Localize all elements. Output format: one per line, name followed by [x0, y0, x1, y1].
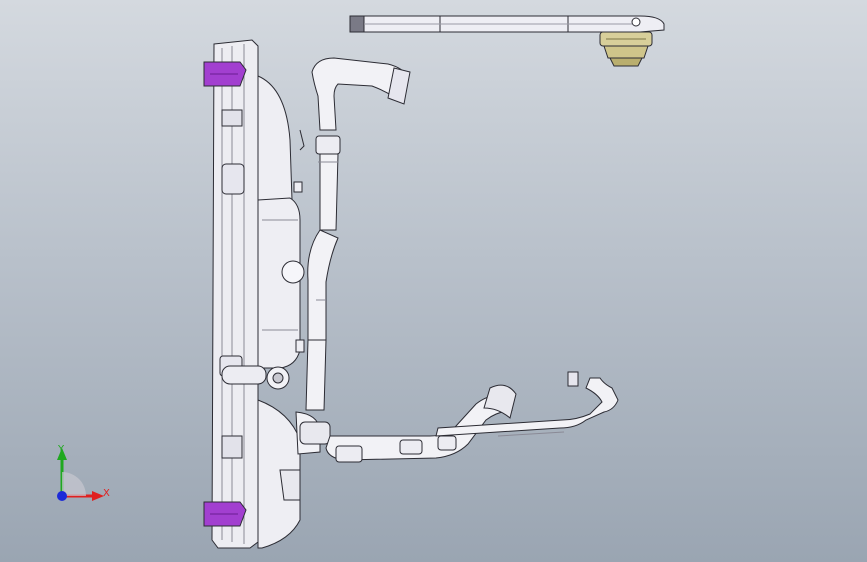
triad-x-arrow	[92, 491, 104, 501]
bundle-clip-3	[437, 435, 457, 451]
triad-y-arrow	[57, 448, 67, 460]
vent-line[interactable]	[435, 377, 619, 437]
lower-hose-bundle[interactable]	[295, 371, 619, 463]
mounting-bracket[interactable]	[349, 15, 665, 33]
triad-z-axis	[57, 491, 67, 501]
lower-hose-clamp[interactable]	[299, 421, 331, 445]
hose-middle-section	[307, 229, 339, 341]
triad-plane-marker	[62, 472, 86, 496]
inlet-port-bore	[272, 372, 284, 384]
hose-lower-straight	[305, 339, 327, 411]
lower-hose-end-cuff	[483, 384, 517, 419]
bracket-hole	[631, 17, 641, 27]
bundle-clip-2	[399, 439, 423, 455]
shroud-bracket	[279, 469, 301, 501]
radiator-boss-1	[221, 109, 243, 127]
triad-y-label: Y	[57, 444, 65, 455]
shroud-boss	[281, 260, 305, 284]
coordinate-triad[interactable]: Y X	[57, 444, 110, 501]
radiator-boss-2	[221, 163, 245, 195]
fan-shroud[interactable]	[221, 75, 305, 549]
cap-body	[603, 45, 649, 59]
reservoir-cap[interactable]	[599, 31, 653, 67]
shroud-clip-2	[293, 181, 303, 193]
hose-upper-straight	[319, 153, 339, 231]
hose-clamp-upper[interactable]	[315, 135, 341, 155]
shroud-clip-3	[295, 339, 305, 353]
bracket-end-dark	[349, 15, 365, 33]
vent-line-connector	[567, 371, 579, 387]
bundle-clip-1	[335, 445, 363, 463]
inlet-neck	[221, 365, 267, 385]
shroud-lower	[257, 399, 301, 549]
radiator-assembly[interactable]	[203, 39, 259, 549]
triad-x-label: X	[103, 488, 110, 499]
hose-upper-end	[387, 67, 411, 105]
shroud-clip-1	[299, 129, 305, 151]
shroud-upper	[257, 75, 293, 201]
upper-radiator-hose[interactable]	[305, 57, 411, 411]
cap-base	[609, 57, 643, 67]
vent-line-seam	[497, 431, 565, 437]
radiator-boss-4	[221, 435, 243, 459]
hose-upper-bend[interactable]	[311, 57, 409, 131]
